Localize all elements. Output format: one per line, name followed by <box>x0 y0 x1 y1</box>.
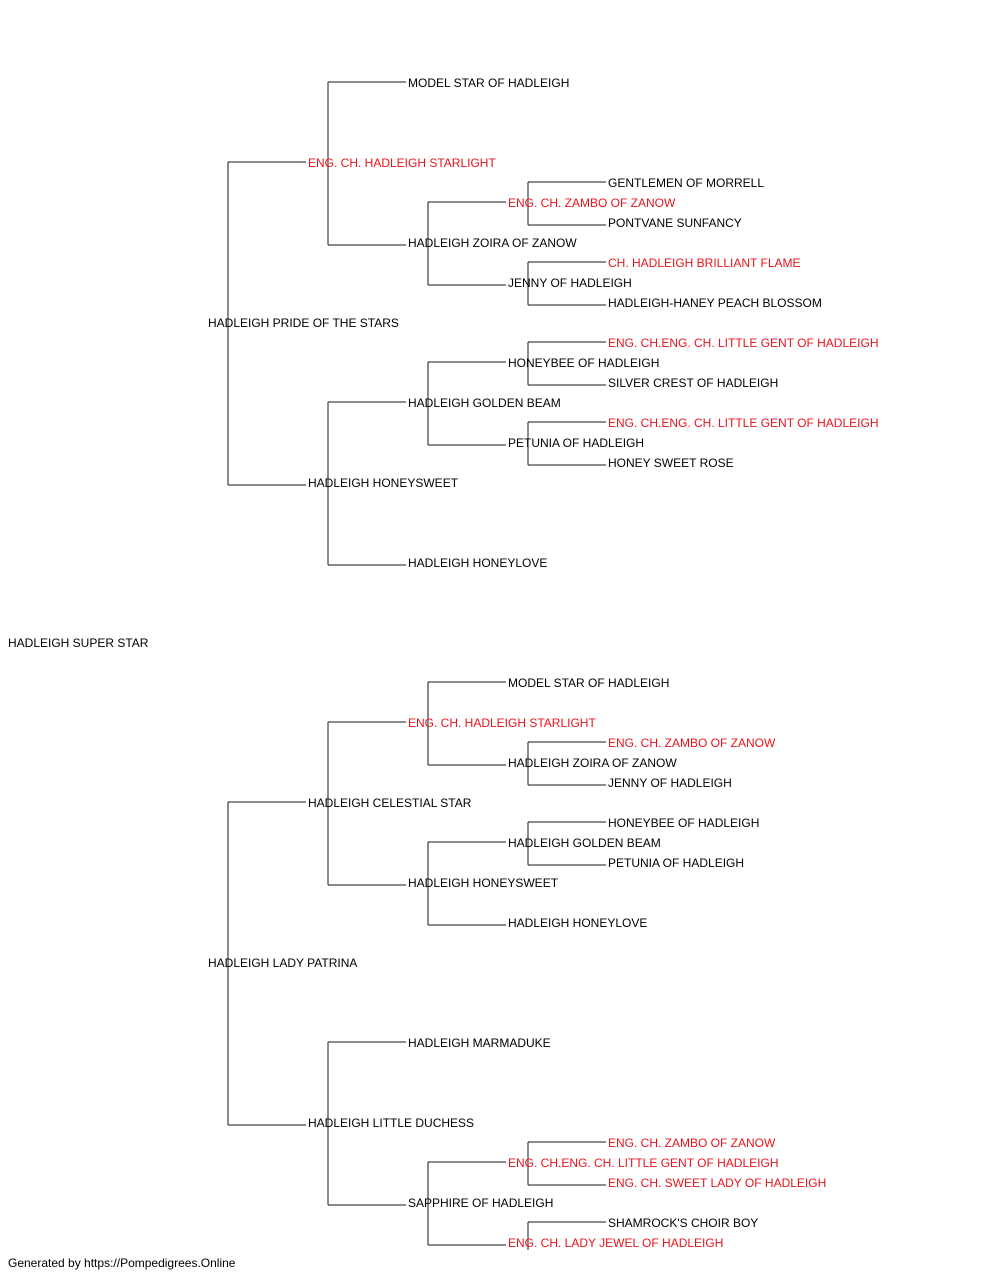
pedigree-node-dd: HADLEIGH LITTLE DUCHESS <box>308 1116 474 1130</box>
pedigree-node-sds: HADLEIGH GOLDEN BEAM <box>408 396 561 410</box>
pedigree-node-ssdss: GENTLEMEN OF MORRELL <box>608 176 764 190</box>
pedigree-node-dddsd: ENG. CH. SWEET LADY OF HADLEIGH <box>608 1176 826 1190</box>
pedigree-node-dss: ENG. CH. HADLEIGH STARLIGHT <box>408 716 596 730</box>
pedigree-node-dsss: MODEL STAR OF HADLEIGH <box>508 676 669 690</box>
pedigree-node-ssdds: CH. HADLEIGH BRILLIANT FLAME <box>608 256 801 270</box>
pedigree-node-dsds: HADLEIGH GOLDEN BEAM <box>508 836 661 850</box>
pedigree-node-sdsdd: HONEY SWEET ROSE <box>608 456 734 470</box>
pedigree-node-dds: HADLEIGH MARMADUKE <box>408 1036 551 1050</box>
pedigree-node-d: HADLEIGH LADY PATRINA <box>208 956 357 970</box>
pedigree-node-ss: ENG. CH. HADLEIGH STARLIGHT <box>308 156 496 170</box>
pedigree-node-sdsss: ENG. CH.ENG. CH. LITTLE GENT OF HADLEIGH <box>608 336 879 350</box>
pedigree-node-sdssd: SILVER CREST OF HADLEIGH <box>608 376 778 390</box>
pedigree-node-sdd: HADLEIGH HONEYLOVE <box>408 556 547 570</box>
pedigree-tree: HADLEIGH SUPER STAR HADLEIGH PRIDE OF THE… <box>8 76 879 1250</box>
pedigree-node-ddd: SAPPHIRE OF HADLEIGH <box>408 1196 553 1210</box>
pedigree-node-dddss: ENG. CH. ZAMBO OF ZANOW <box>608 1136 776 1150</box>
pedigree-node-ssds: ENG. CH. ZAMBO OF ZANOW <box>508 196 676 210</box>
pedigree-node-dssd: HADLEIGH ZOIRA OF ZANOW <box>508 756 677 770</box>
pedigree-node-sd: HADLEIGH HONEYSWEET <box>308 476 459 490</box>
pedigree-node-ddds: ENG. CH.ENG. CH. LITTLE GENT OF HADLEIGH <box>508 1156 779 1170</box>
pedigree-node-sdsd: PETUNIA OF HADLEIGH <box>508 436 644 450</box>
pedigree-node-dsdss: HONEYBEE OF HADLEIGH <box>608 816 759 830</box>
pedigree-node-dssds: ENG. CH. ZAMBO OF ZANOW <box>608 736 776 750</box>
pedigree-node-sdsds: ENG. CH.ENG. CH. LITTLE GENT OF HADLEIGH <box>608 416 879 430</box>
pedigree-node-s: HADLEIGH PRIDE OF THE STARS <box>208 316 399 330</box>
pedigree-node-sss: MODEL STAR OF HADLEIGH <box>408 76 569 90</box>
pedigree-node-ssdsd: PONTVANE SUNFANCY <box>608 216 742 230</box>
pedigree-node-dsd: HADLEIGH HONEYSWEET <box>408 876 559 890</box>
pedigree-node-ds: HADLEIGH CELESTIAL STAR <box>308 796 472 810</box>
pedigree-node-dssdd: JENNY OF HADLEIGH <box>608 776 732 790</box>
pedigree-node-dddds: SHAMROCK'S CHOIR BOY <box>608 1216 758 1230</box>
pedigree-node-dddd: ENG. CH. LADY JEWEL OF HADLEIGH <box>508 1236 723 1250</box>
pedigree-node-ssd: HADLEIGH ZOIRA OF ZANOW <box>408 236 577 250</box>
pedigree-node-sdss: HONEYBEE OF HADLEIGH <box>508 356 659 370</box>
generated-by-footer: Generated by https://Pompedigrees.Online <box>8 1256 236 1270</box>
pedigree-node-ssddd: HADLEIGH-HANEY PEACH BLOSSOM <box>608 296 822 310</box>
pedigree-node-ssdd: JENNY OF HADLEIGH <box>508 276 632 290</box>
pedigree-node-root: HADLEIGH SUPER STAR <box>8 636 149 650</box>
pedigree-node-dsdsd: PETUNIA OF HADLEIGH <box>608 856 744 870</box>
pedigree-node-dsdd: HADLEIGH HONEYLOVE <box>508 916 647 930</box>
